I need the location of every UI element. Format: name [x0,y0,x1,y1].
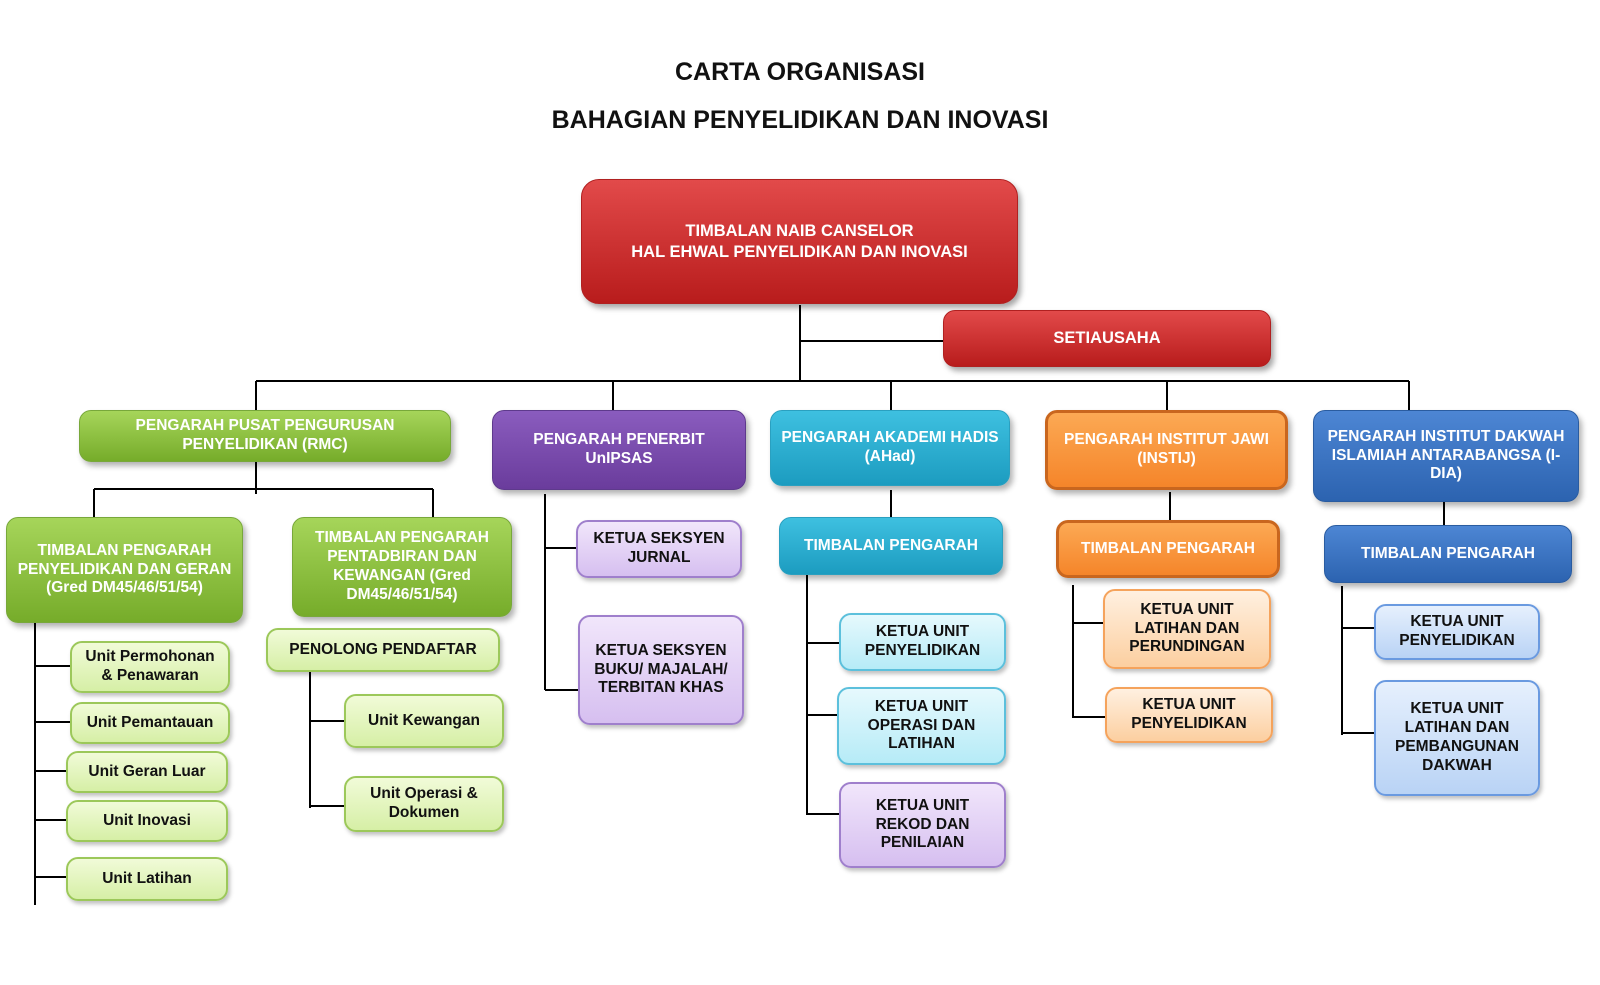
unit-idia-penyelidikan: KETUA UNIT PENYELIDIKAN [1374,604,1540,660]
node-director-penerbit: PENGARAH PENERBIT UnIPSAS [492,410,746,490]
chart-subtitle: BAHAGIAN PENYELIDIKAN DAN INOVASI [551,106,1049,134]
unit-ahad-rekod: KETUA UNIT REKOD DAN PENILAIAN [839,782,1006,868]
unit-kewangan: Unit Kewangan [344,694,504,748]
chart-title: CARTA ORGANISASI [675,58,925,86]
unit-instij-penyelidikan: KETUA UNIT PENYELIDIKAN [1105,687,1273,743]
node-director-instij: PENGARAH INSTITUT JAWI (INSTIJ) [1045,410,1288,490]
node-director-rmc: PENGARAH PUSAT PENGURUSAN PENYELIDIKAN (… [79,410,451,462]
node-director-ahad: PENGARAH AKADEMI HADIS (AHad) [770,410,1010,486]
unit-ahad-operasi: KETUA UNIT OPERASI DAN LATIHAN [837,687,1006,765]
node-deputy-idia: TIMBALAN PENGARAH [1324,525,1572,583]
unit-operasi-dokumen: Unit Operasi & Dokumen [344,776,504,832]
node-deputy-research: TIMBALAN PENGARAH PENYELIDIKAN DAN GERAN… [6,517,243,623]
unit-pemantauan: Unit Pemantauan [70,702,230,744]
unit-ahad-penyelidikan: KETUA UNIT PENYELIDIKAN [839,613,1006,671]
node-secretary: SETIAUSAHA [943,310,1271,367]
node-deputy-ahad: TIMBALAN PENGARAH [779,517,1003,575]
node-assistant-registrar: PENOLONG PENDAFTAR [266,628,500,672]
unit-idia-latihan: KETUA UNIT LATIHAN DAN PEMBANGUNAN DAKWA… [1374,680,1540,796]
node-director-idia: PENGARAH INSTITUT DAKWAH ISLAMIAH ANTARA… [1313,410,1579,502]
unit-instij-latihan: KETUA UNIT LATIHAN DAN PERUNDINGAN [1103,589,1271,669]
unit-inovasi: Unit Inovasi [66,800,228,842]
unit-seksyen-buku: KETUA SEKSYEN BUKU/ MAJALAH/ TERBITAN KH… [578,615,744,725]
unit-seksyen-jurnal: KETUA SEKSYEN JURNAL [576,520,742,578]
node-deputy-instij: TIMBALAN PENGARAH [1056,520,1280,578]
node-deputy-admin: TIMBALAN PENGARAH PENTADBIRAN DAN KEWANG… [292,517,512,617]
unit-latihan: Unit Latihan [66,857,228,901]
node-deputy-vice-chancellor: TIMBALAN NAIB CANSELOR HAL EHWAL PENYELI… [581,179,1018,304]
unit-geran-luar: Unit Geran Luar [66,751,228,793]
unit-permohonan: Unit Permohonan & Penawaran [70,641,230,693]
